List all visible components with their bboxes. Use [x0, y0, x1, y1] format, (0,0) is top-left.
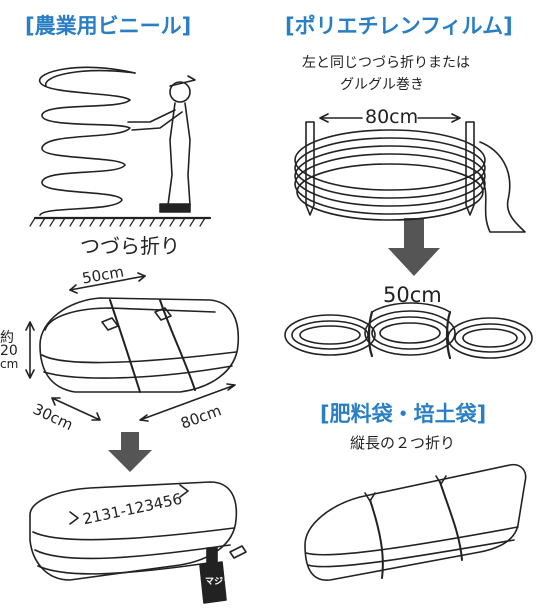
dim-length-line: [139, 383, 236, 422]
dim-height-prefix: 約: [0, 330, 14, 346]
heading-fertilizer-bag: [肥料袋・培土袋]: [320, 402, 487, 426]
marker-label: マジック: [205, 577, 242, 587]
dim-height-value: 20: [0, 343, 18, 359]
dim-bundle-line: [371, 302, 451, 313]
coiled-bundle: [284, 310, 533, 360]
dim-depth-line: [51, 397, 101, 421]
dim-height-line: [25, 321, 35, 379]
down-arrow-right: [388, 218, 440, 276]
dim-width-line: [69, 275, 146, 291]
bundle-size-label: 50cm: [383, 283, 442, 307]
heading-polyethylene: [ポリエチレンフィルム]: [285, 14, 513, 38]
polyethylene-coil: [294, 121, 526, 233]
down-arrow-left: [108, 432, 152, 472]
dim-height-unit: cm: [0, 357, 19, 371]
dim-coil-line: [319, 113, 461, 123]
folded-bag: [304, 463, 527, 581]
labeled-vinyl-bundle: [29, 481, 238, 581]
vinyl-bundle: [39, 297, 240, 393]
instruction-fold-lengthwise: 縦長の２つ折り: [350, 434, 456, 452]
fold-vinyl-figure: [39, 66, 196, 216]
caption-zigzag-fold: つづら折り: [80, 234, 180, 258]
ground-hatch: [29, 217, 206, 227]
coil-diameter-label: 80cm: [365, 106, 419, 128]
instruction-line1: 左と同じつづら折りまたは: [302, 55, 470, 71]
heading-agri-vinyl: [農業用ビニール]: [25, 14, 192, 38]
instruction-line2: グルグル巻き: [340, 77, 424, 93]
marker-pen: [199, 545, 247, 604]
dim-height-label: 約 20 cm: [0, 330, 19, 371]
